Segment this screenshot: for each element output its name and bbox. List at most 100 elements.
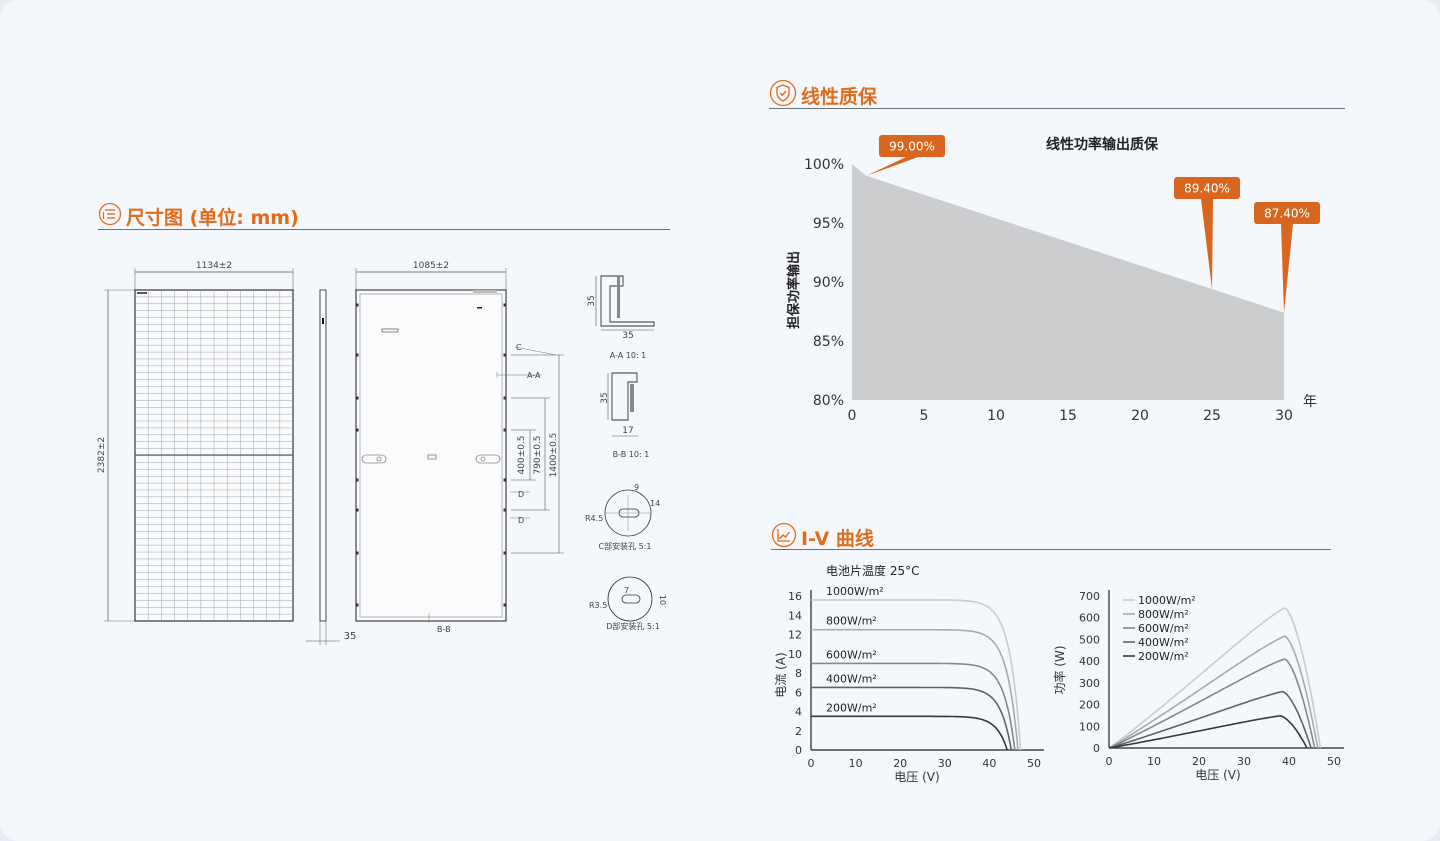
callout-box	[1174, 177, 1240, 199]
current-chart-y-tick: 8	[795, 667, 802, 680]
warranty-x-tick: 25	[1203, 408, 1221, 424]
callout-pointer	[1281, 224, 1293, 313]
current-chart-x-tick: 20	[893, 757, 907, 770]
callout-pointer	[1201, 199, 1213, 290]
callout-box	[879, 135, 945, 157]
warranty-x-axis-label: 年	[1303, 394, 1317, 410]
current-chart-y-tick: 2	[795, 725, 802, 738]
power-legend-label: 1000W/m²	[1138, 594, 1196, 607]
current-curve-label: 1000W/m²	[826, 585, 884, 598]
warranty-y-tick: 85%	[813, 334, 844, 350]
warranty-section-title: 线性质保	[801, 85, 878, 108]
iv-section-header: I-V 曲线	[771, 522, 874, 552]
back-view: 1085±2 C A-A D D B-B	[355, 261, 564, 634]
side-thickness-label: 35	[344, 631, 357, 642]
dim-1400-label: 1400±0.5	[549, 433, 559, 478]
sec-bb-caption: B-B 10: 1	[613, 450, 650, 459]
detail-d: 7 10 R3.5 D部安装孔 5:1	[589, 576, 667, 631]
power-chart-y-tick: 200	[1079, 699, 1100, 712]
dimension-section-title: 尺寸图 (单位: mm)	[126, 206, 299, 229]
module-back-frame	[355, 289, 507, 622]
callout-pointer	[866, 157, 918, 176]
power-chart-y-tick: 100	[1079, 720, 1100, 733]
callout-label: 89.40%	[1184, 182, 1230, 196]
warranty-y-axis-label: 担保功率输出	[786, 251, 802, 329]
mark-aa-label: A-A	[527, 371, 541, 380]
warranty-x-tick: 5	[920, 408, 929, 424]
mark-d2-label: D	[518, 516, 524, 525]
back-width-label: 1085±2	[413, 261, 449, 271]
dimension-section-header: 尺寸图 (单位: mm)	[98, 202, 299, 230]
callout-box	[1254, 202, 1320, 224]
power-legend-label: 400W/m²	[1138, 636, 1189, 649]
power-chart-y-tick: 700	[1079, 590, 1100, 603]
warranty-x-tick: 0	[848, 408, 857, 424]
power-legend-label: 600W/m²	[1138, 622, 1189, 635]
detail-c-dim1: 9	[634, 483, 639, 492]
mark-c-label: C	[516, 343, 522, 352]
detail-d-dim1: 7	[624, 586, 629, 595]
hole-spacing-dimensions	[511, 354, 564, 554]
current-chart-y-tick: 0	[795, 744, 802, 757]
current-chart-x-tick: 10	[849, 757, 863, 770]
power-chart-y-tick: 600	[1079, 612, 1100, 625]
power-chart-y-tick: 300	[1079, 677, 1100, 690]
junction-box-group	[361, 454, 501, 464]
warranty-section-rule	[769, 108, 1345, 109]
sec-aa-caption: A-A 10: 1	[610, 351, 647, 360]
warranty-x-tick: 10	[987, 408, 1005, 424]
power-chart-x-label: 电压 (V)	[1195, 768, 1240, 782]
callout-label: 87.40%	[1264, 207, 1310, 221]
power-chart-x-tick: 50	[1327, 755, 1341, 768]
warranty-callouts: 99.00%89.40%87.40%	[866, 135, 1320, 313]
current-chart-x-tick: 40	[982, 757, 996, 770]
front-width-label: 1134±2	[196, 261, 232, 271]
warranty-y-tick: 90%	[813, 275, 844, 291]
mounting-holes	[356, 303, 506, 607]
dimension-section-rule	[98, 229, 670, 230]
dim-400-label: 400±0.5	[517, 435, 527, 474]
detail-c-dim2: 14	[650, 499, 660, 508]
current-chart-y-tick: 6	[795, 686, 802, 699]
power-chart-y-tick: 0	[1093, 742, 1100, 755]
power-curve	[1108, 715, 1308, 749]
front-height-label: 2382±2	[97, 437, 107, 473]
power-legend-label: 200W/m²	[1138, 650, 1189, 663]
power-curve	[1108, 658, 1316, 749]
current-curve	[811, 599, 1022, 751]
iv-section-title: I-V 曲线	[801, 527, 874, 550]
sec-aa-height: 35	[587, 295, 597, 306]
warranty-area	[852, 164, 1284, 400]
current-curve-label: 200W/m²	[826, 701, 877, 714]
current-curve-label: 800W/m²	[826, 615, 877, 628]
power-chart-y-tick: 400	[1079, 655, 1100, 668]
warranty-y-ticks: 80%85%90%95%100%	[804, 157, 844, 409]
power-chart-x-tick: 30	[1237, 755, 1251, 768]
current-chart-y-label: 电流 (A)	[774, 652, 788, 697]
power-chart-y-label: 功率 (W)	[1052, 645, 1067, 694]
sec-bb-width: 17	[622, 426, 633, 436]
current-chart-y-tick: 10	[788, 648, 802, 661]
current-chart-x-tick: 30	[938, 757, 952, 770]
front-view: 1134±2 2382±2	[97, 261, 294, 622]
current-curve	[811, 715, 1008, 751]
detail-c-radius: R4.5	[585, 514, 603, 523]
side-view: 35	[306, 289, 357, 645]
power-chart-y-tick: 500	[1079, 633, 1100, 646]
current-curve	[811, 662, 1016, 751]
detail-d-caption: D部安装孔 5:1	[606, 621, 660, 631]
section-aa: 35 35 A-A 10: 1	[587, 275, 655, 360]
current-curve-label: 400W/m²	[826, 672, 877, 685]
ruler-list-icon	[98, 202, 122, 230]
power-chart-x-tick: 0	[1106, 755, 1113, 768]
current-curve	[811, 686, 1013, 751]
warranty-section-header: 线性质保	[769, 79, 877, 111]
junction-label-plate	[381, 328, 399, 333]
